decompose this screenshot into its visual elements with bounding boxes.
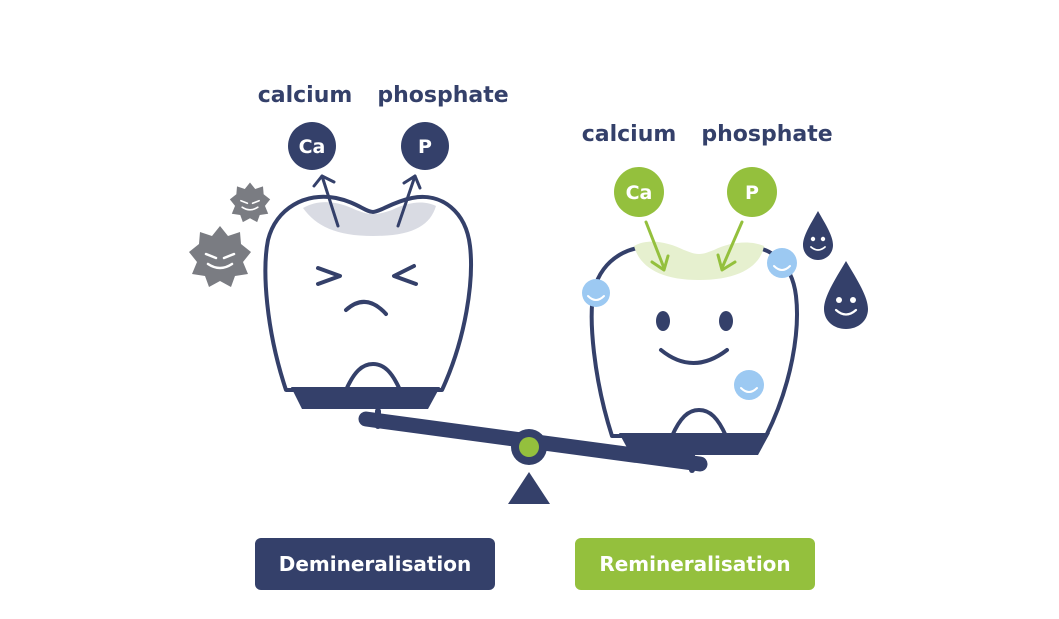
bacteria-icon [229,181,271,223]
tooth-icon-unhappy [263,194,473,392]
left-phosphate-ion: P [401,122,449,170]
demineralisation-badge: Demineralisation [255,538,495,590]
right-phosphate-ion: P [727,167,777,217]
left-phosphate-label: phosphate [377,83,508,108]
bubble-icon [734,370,764,400]
left-calcium-label: calcium [258,83,353,108]
svg-text:Ca: Ca [626,182,653,204]
arrow-down-icon [644,220,744,272]
arrow-up-icon [312,174,422,228]
svg-text:P: P [418,136,432,158]
bubble-icon [582,279,610,307]
remineralisation-badge: Remineralisation [575,538,815,590]
right-phosphate-label: phosphate [701,122,832,147]
left-calcium-ion: Ca [288,122,336,170]
tooth-icon-happy [589,241,799,438]
right-scale-pan [619,433,770,455]
bubble-icon [767,248,797,278]
right-calcium-ion: Ca [614,167,664,217]
right-calcium-label: calcium [582,122,677,147]
bacteria-icon [187,224,253,289]
seesaw-icon [358,408,708,504]
svg-text:P: P [745,182,759,204]
demineralisation-group: calcium phosphate Ca P [187,83,509,409]
saliva-drop-icon [803,211,833,260]
remineralisation-group: calcium phosphate Ca P [582,122,868,455]
left-scale-pan [291,387,440,409]
saliva-drop-icon [824,261,868,329]
svg-text:Ca: Ca [299,136,326,158]
